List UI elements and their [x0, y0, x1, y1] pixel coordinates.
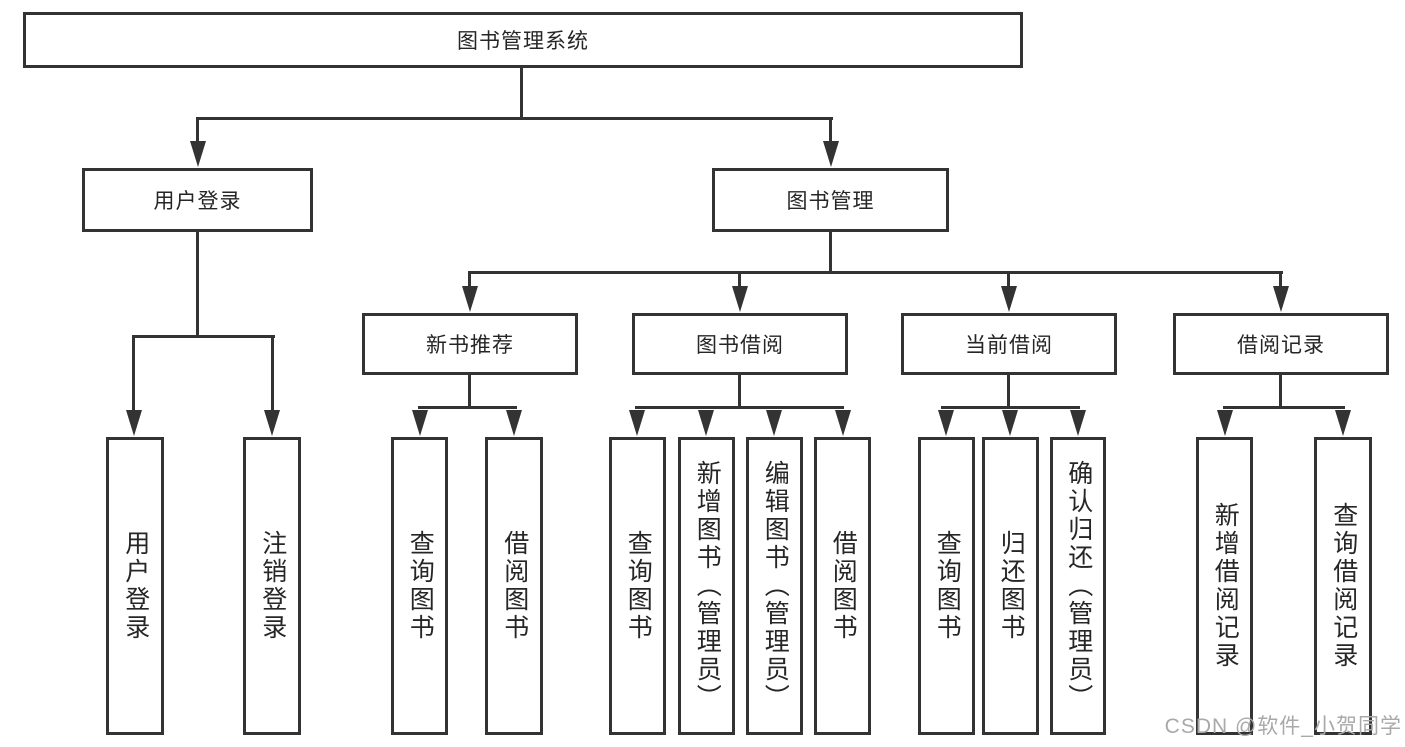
- connector-line: [941, 406, 1080, 409]
- node-label: 用户登录: [153, 190, 242, 213]
- connector-line: [738, 273, 741, 287]
- leaf-label: 查询图书: [933, 530, 962, 642]
- leaf-label: 编辑图书（管理员）: [761, 460, 790, 712]
- connector-line: [418, 406, 517, 409]
- arrow-down-icon: [938, 410, 954, 436]
- node-new-book-recommend: 新书推荐: [362, 313, 578, 375]
- arrow-down-icon: [412, 410, 428, 436]
- node-label: 图书管理: [786, 190, 875, 213]
- connector-line: [829, 231, 832, 273]
- leaf-label: 借阅图书: [829, 530, 858, 642]
- leaf-borrow-books: 借阅图书: [485, 437, 543, 735]
- arrow-down-icon: [835, 410, 851, 436]
- connector-line: [468, 273, 471, 287]
- leaf-user-login: 用户登录: [106, 437, 164, 735]
- connector-line: [1279, 374, 1282, 408]
- connector-line: [1007, 374, 1010, 408]
- leaf-add-borrow-record: 新增借阅记录: [1196, 437, 1253, 735]
- connector-line: [196, 119, 199, 144]
- leaf-label: 查询借阅记录: [1329, 502, 1358, 670]
- node-user-login: 用户登录: [82, 168, 313, 232]
- connector-line: [132, 337, 135, 411]
- connector-line: [468, 271, 1283, 274]
- leaf-confirm-return-admin: 确认归还（管理员）: [1050, 437, 1106, 735]
- arrow-down-icon: [732, 286, 748, 312]
- arrow-down-icon: [190, 141, 206, 167]
- arrow-down-icon: [1217, 410, 1233, 436]
- leaf-query-borrow-record: 查询借阅记录: [1314, 437, 1372, 735]
- csdn-watermark: CSDN @软件_小贺同学: [1164, 715, 1402, 738]
- arrow-down-icon: [1335, 410, 1351, 436]
- leaf-logout-login: 注销登录: [243, 437, 301, 735]
- connector-line: [271, 337, 274, 411]
- connector-line: [635, 406, 844, 409]
- arrow-down-icon: [698, 410, 714, 436]
- node-book-management: 图书管理: [712, 168, 949, 232]
- arrow-down-icon: [1002, 410, 1018, 436]
- arrow-down-icon: [126, 410, 142, 436]
- connector-line: [1223, 406, 1345, 409]
- node-book-borrow: 图书借阅: [632, 313, 848, 375]
- connector-line: [1007, 273, 1010, 287]
- node-label: 新书推荐: [426, 334, 514, 357]
- arrow-down-icon: [1070, 410, 1086, 436]
- leaf-query-books: 查询图书: [391, 437, 448, 735]
- node-borrow-records: 借阅记录: [1173, 313, 1389, 375]
- node-current-borrow: 当前借阅: [901, 313, 1117, 375]
- arrow-down-icon: [823, 141, 839, 167]
- leaf-label: 确认归还（管理员）: [1064, 460, 1093, 712]
- leaf-label: 新增图书（管理员）: [693, 460, 722, 712]
- leaf-label: 借阅图书: [500, 530, 529, 642]
- arrow-down-icon: [629, 410, 645, 436]
- arrow-down-icon: [264, 410, 280, 436]
- connector-line: [468, 374, 471, 408]
- connector-line: [829, 119, 832, 144]
- leaf-query-books: 查询图书: [609, 437, 666, 735]
- node-label: 图书管理系统: [457, 30, 589, 53]
- leaf-edit-books-admin: 编辑图书（管理员）: [746, 437, 803, 735]
- node-label: 当前借阅: [965, 334, 1053, 357]
- leaf-label: 查询图书: [624, 530, 653, 642]
- arrow-down-icon: [1273, 286, 1289, 312]
- node-label: 借阅记录: [1237, 334, 1325, 357]
- connector-line: [196, 117, 833, 120]
- leaf-label: 注销登录: [258, 530, 287, 642]
- node-label: 图书借阅: [696, 334, 784, 357]
- leaf-label: 查询图书: [406, 530, 435, 642]
- leaf-query-books: 查询图书: [918, 437, 975, 735]
- leaf-label: 用户登录: [121, 530, 150, 642]
- connector-line: [520, 66, 523, 120]
- arrow-down-icon: [462, 286, 478, 312]
- connector-line: [132, 335, 275, 338]
- arrow-down-icon: [506, 410, 522, 436]
- arrow-down-icon: [766, 410, 782, 436]
- leaf-label: 归还图书: [997, 530, 1026, 642]
- node-library-management-system: 图书管理系统: [23, 12, 1023, 68]
- leaf-borrow-books: 借阅图书: [814, 437, 871, 735]
- connector-line: [1279, 273, 1282, 287]
- connector-line: [196, 231, 199, 337]
- leaf-label: 新增借阅记录: [1211, 502, 1240, 670]
- arrow-down-icon: [1001, 286, 1017, 312]
- connector-line: [738, 374, 741, 408]
- leaf-add-books-admin: 新增图书（管理员）: [678, 437, 735, 735]
- leaf-return-books: 归还图书: [982, 437, 1039, 735]
